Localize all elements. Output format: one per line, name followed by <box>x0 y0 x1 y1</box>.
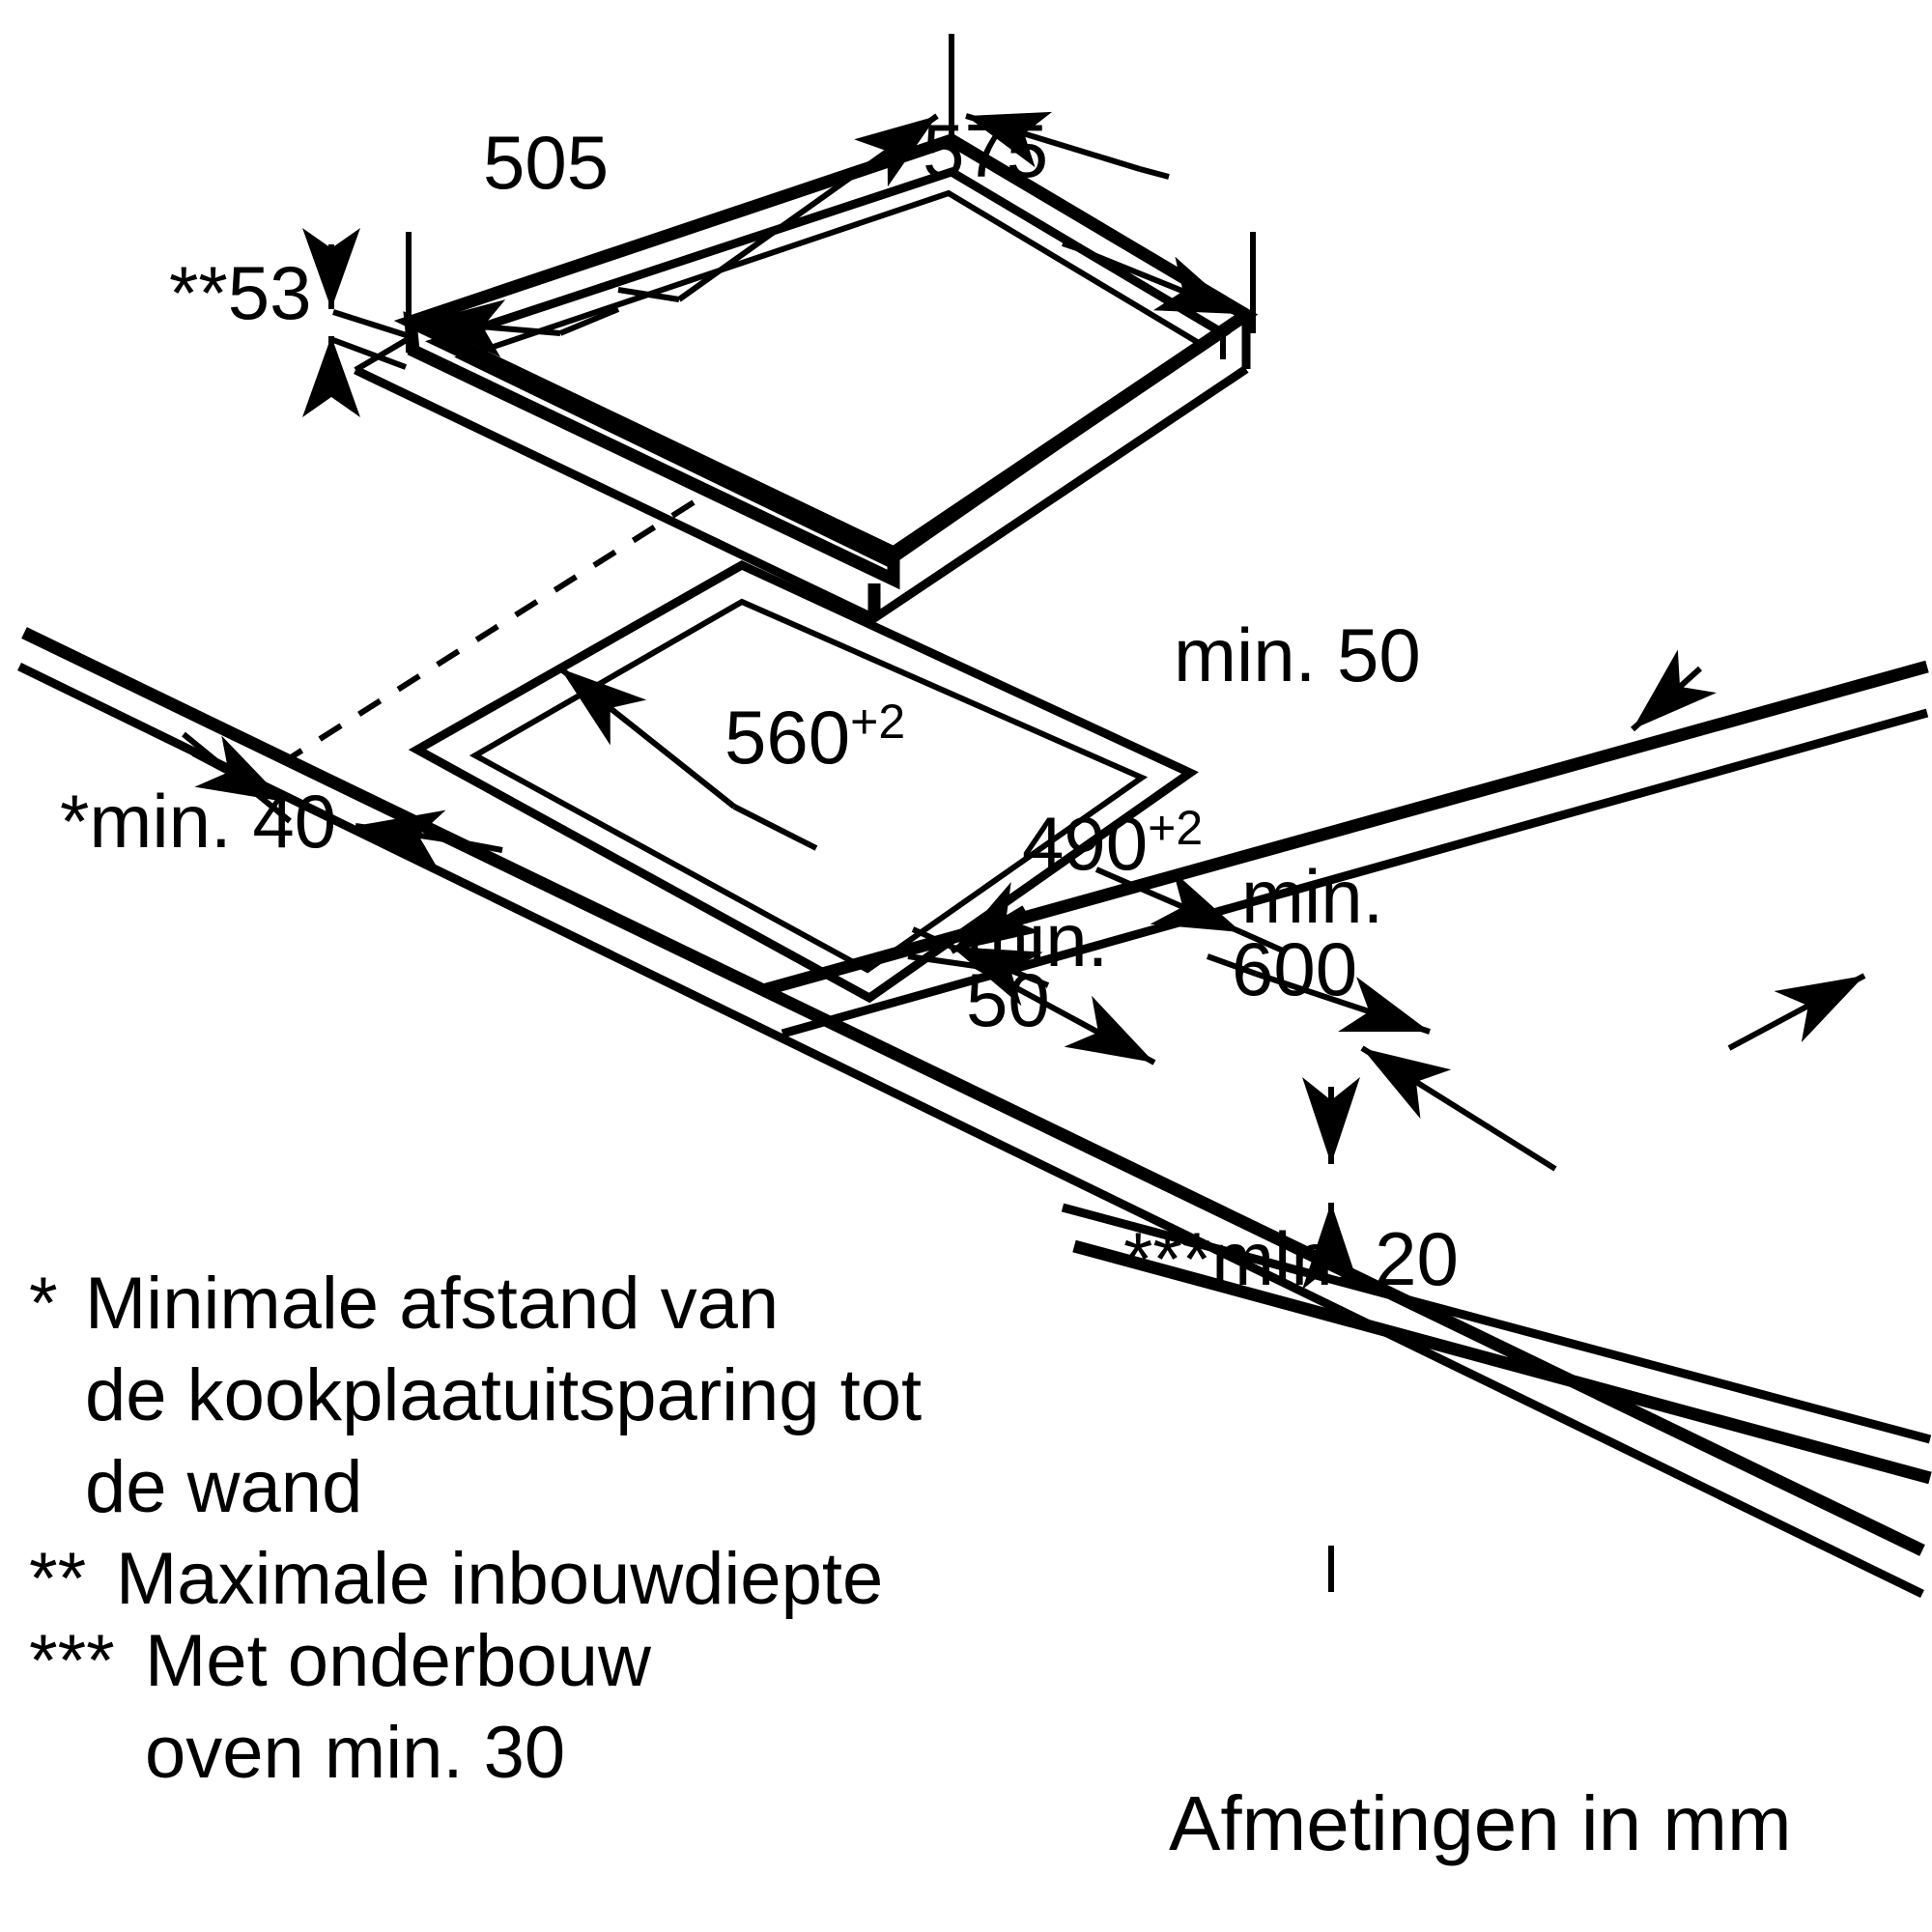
dim-490-tolerance: +2 <box>1148 801 1203 855</box>
worktop-top-surface-edge <box>21 627 1925 1556</box>
note2-marker: ** <box>29 1538 86 1620</box>
hob-plate <box>354 132 1259 624</box>
dim-490-group: 490+2 <box>950 801 1431 1035</box>
dim-560-value: 560 <box>724 695 850 780</box>
dim-575-leader-b <box>1062 241 1078 251</box>
dim-min50-rear-label: min. 50 <box>1174 612 1421 697</box>
dim-min50-front-ext-a <box>1239 929 1287 954</box>
note1-line2: de kookplaatuitsparing tot <box>85 1354 922 1436</box>
dim-505-arrow-right <box>677 113 939 302</box>
dim-min600-group: min. 600 <box>1232 854 1866 1172</box>
units-note: Afmetingen in mm <box>1169 1780 1792 1866</box>
dim-53-label: **53 <box>169 250 311 335</box>
dim-min50-rear-group: min. 50 <box>1174 612 1717 732</box>
dim-490-leader-a <box>1206 953 1258 977</box>
dim-575-leader-a <box>1139 166 1170 180</box>
dim-min40-arrow-left <box>355 810 446 867</box>
hob-glass-panel <box>454 189 1209 568</box>
dim-min20-label: ***min. 20 <box>1123 1216 1459 1301</box>
dim-575-arrow-right <box>1075 245 1241 317</box>
dim-min50-rear-arrow <box>1630 649 1717 732</box>
dim-53-group: **53 <box>169 228 416 417</box>
dim-560-label: 560+2 <box>724 695 905 780</box>
dim-575-arrow-left <box>965 111 1141 172</box>
dim-min600-arrow-down <box>1360 1045 1557 1172</box>
note1-marker: * <box>29 1263 58 1345</box>
dim-575-group: 575 <box>923 108 1256 333</box>
dim-575-label: 575 <box>923 108 1048 193</box>
dim-min50-front-arrow-up <box>1094 867 1243 935</box>
dim-560-group: 560+2 <box>558 666 1156 1065</box>
projection-dashed-line <box>286 499 696 762</box>
note3-line1: Met onderbouw <box>145 1620 652 1702</box>
dim-505-arrow-left <box>421 299 561 357</box>
dim-490-arrow-upright <box>1255 971 1431 1035</box>
dim-min20-group: ***min. 20 <box>1123 1077 1459 1592</box>
note2-line1: Maximale inbouwdiepte <box>116 1538 883 1620</box>
dim-min600-label-1: min. <box>1241 854 1383 939</box>
dim-560-tolerance: +2 <box>850 695 905 749</box>
dim-490-value: 490 <box>1022 801 1148 886</box>
dim-min600-arrow-up <box>1727 973 1866 1051</box>
dim-min40-leader <box>439 836 503 853</box>
dim-min40-label: *min. 40 <box>60 779 336 864</box>
dim-min50-front-group: min. 50 <box>911 867 1287 1042</box>
dim-min40-ext-a <box>182 731 292 824</box>
dim-53-leader-bottom <box>331 337 408 370</box>
dim-min50-front-label-2: 50 <box>966 957 1050 1042</box>
note3-line2: oven min. 30 <box>145 1712 565 1794</box>
note3-marker: *** <box>29 1620 115 1702</box>
note1-line3: de wand <box>85 1446 362 1528</box>
dim-560-arrow-upleft <box>558 666 736 810</box>
dim-505-leader-lower <box>558 306 620 336</box>
dim-min40-group: *min. 40 <box>60 731 503 867</box>
dim-min50-front-arrow-down <box>950 944 1050 1007</box>
cutout-outer-outline <box>408 559 1199 1004</box>
dim-53-leader-top <box>332 309 416 341</box>
note1-line1: Minimale afstand van <box>85 1263 779 1345</box>
dim-505-label: 505 <box>483 120 609 205</box>
dim-490-label: 490+2 <box>1022 801 1203 886</box>
dim-min50-front-label-1: min. <box>966 897 1108 982</box>
worktop-front-right-top <box>1061 1203 1932 1444</box>
dim-min600-label-2: 600 <box>1232 926 1357 1011</box>
worktop-front-right-edge <box>1072 1239 1932 1485</box>
dim-505-group: 505 <box>406 34 954 357</box>
dim-490-arrow-downleft <box>950 881 1041 954</box>
dim-505-leader-upper <box>617 287 680 302</box>
dim-560-leader-left <box>732 804 818 851</box>
worktop-front-thickness-edge <box>17 662 1924 1599</box>
dim-min50-front-ext-b <box>911 926 953 950</box>
legend-notes: * Minimale afstand van de kookplaatuitsp… <box>29 1263 922 1794</box>
hob-base-left-corner <box>354 335 412 373</box>
